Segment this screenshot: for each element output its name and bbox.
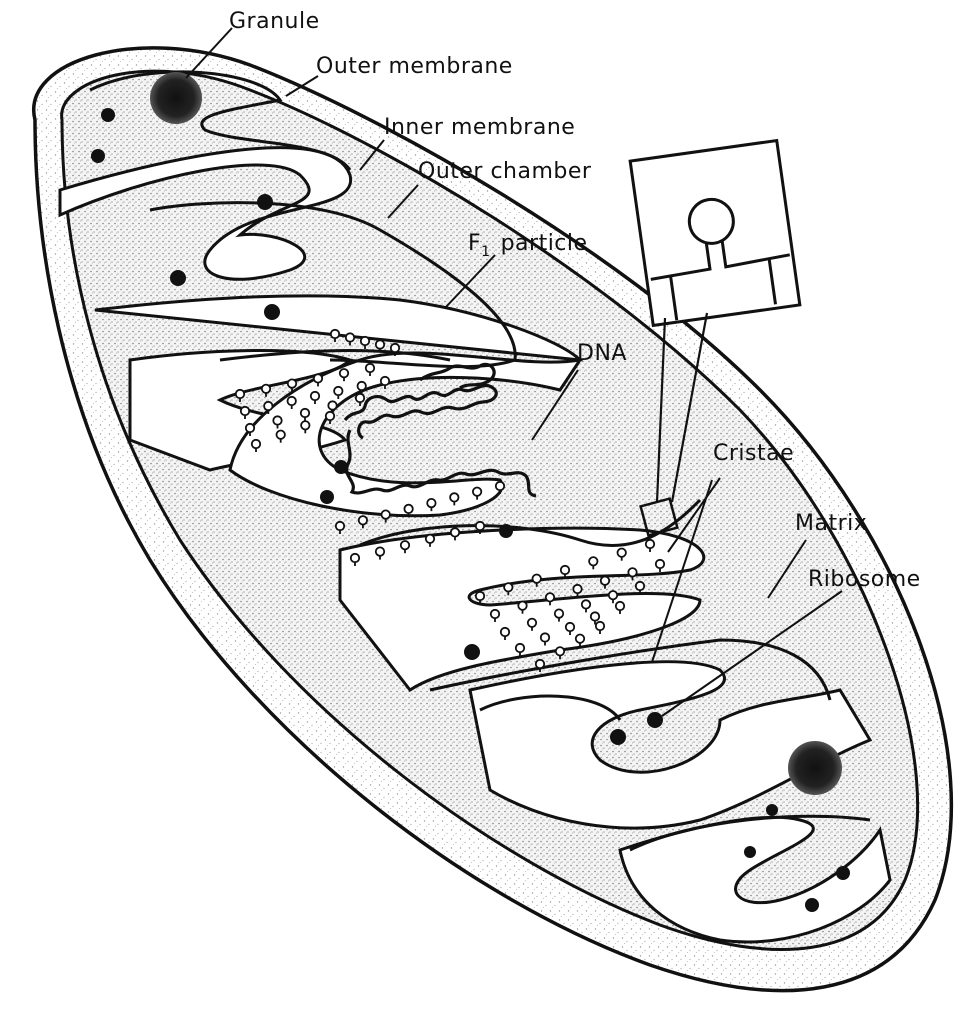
f1-particle <box>404 505 412 513</box>
f1-particle <box>358 382 366 390</box>
f1-particle <box>314 374 322 382</box>
f1-particle <box>576 635 584 643</box>
f1-particle <box>376 340 384 348</box>
f1-particle <box>334 387 342 395</box>
f1-particle <box>573 585 581 593</box>
f1-particle <box>401 541 409 549</box>
f1-particle <box>328 401 336 409</box>
f1-particle <box>496 482 504 490</box>
f1-particle <box>356 394 364 402</box>
f1-particle <box>555 609 563 617</box>
granule-2 <box>788 741 842 795</box>
f1-particle <box>601 577 609 585</box>
label-matrix: Matrix <box>795 511 867 536</box>
f1-particle <box>473 488 481 496</box>
f1-particle <box>382 510 390 518</box>
f1-particle <box>262 385 270 393</box>
f1-particle <box>528 619 536 627</box>
f1-particle <box>566 623 574 631</box>
f1-particle <box>277 431 285 439</box>
granule-1 <box>150 72 202 124</box>
f1-particle <box>501 628 509 636</box>
f1-particle <box>301 409 309 417</box>
f1-particle <box>246 424 254 432</box>
f1-particle <box>288 397 296 405</box>
f1-particle <box>336 522 344 530</box>
f1-particle <box>252 440 260 448</box>
f1-particle <box>556 647 564 655</box>
f1-particle <box>491 610 499 618</box>
f1-particle <box>366 364 374 372</box>
f1-particle <box>533 575 541 583</box>
f1-particle <box>656 560 664 568</box>
f1-particle <box>381 377 389 385</box>
f1-particle <box>504 583 512 591</box>
label-ribosome: Ribosome <box>808 567 921 592</box>
f1-particle <box>582 600 590 608</box>
f1-particle <box>311 392 319 400</box>
f1-particle <box>628 568 636 576</box>
f1-particle <box>426 535 434 543</box>
f1-particle <box>351 554 359 562</box>
f1-particle <box>618 549 626 557</box>
f1-particle <box>536 660 544 668</box>
f1-particle <box>516 644 524 652</box>
label-outer-membrane: Outer membrane <box>316 54 513 79</box>
f1-particle <box>450 493 458 501</box>
label-granule: Granule <box>229 9 320 34</box>
f1-particle <box>288 379 296 387</box>
f1-particle <box>518 602 526 610</box>
f1-particle <box>264 402 272 410</box>
f1-particle <box>591 612 599 620</box>
label-cristae: Cristae <box>713 441 794 466</box>
label-outer-chamber: Outer chamber <box>418 159 592 184</box>
f1-particle <box>636 582 644 590</box>
f1-particle <box>476 522 484 530</box>
f1-particle <box>596 622 604 630</box>
f1-particle <box>476 592 484 600</box>
f1-particle <box>616 602 624 610</box>
f1-particle <box>646 540 654 548</box>
f1-particle <box>273 416 281 424</box>
f1-particle <box>376 547 384 555</box>
f1-particle <box>546 593 554 601</box>
f1-particle <box>301 421 309 429</box>
f1-particle <box>427 499 435 507</box>
f1-particle <box>340 369 348 377</box>
f1-particle <box>561 566 569 574</box>
f1-particle <box>609 591 617 599</box>
f1-particle <box>359 516 367 524</box>
f1-particle <box>361 337 369 345</box>
f1-particle <box>541 633 549 641</box>
label-dna: DNA <box>577 341 627 366</box>
f1-particle <box>331 330 339 338</box>
f1-particle <box>241 407 249 415</box>
f1-particle <box>391 344 399 352</box>
f1-particle <box>589 557 597 565</box>
f1-particle <box>326 412 334 420</box>
f1-particle <box>451 528 459 536</box>
label-inner-membrane: Inner membrane <box>384 115 575 140</box>
f1-particle <box>236 390 244 398</box>
f1-particle <box>346 333 354 341</box>
